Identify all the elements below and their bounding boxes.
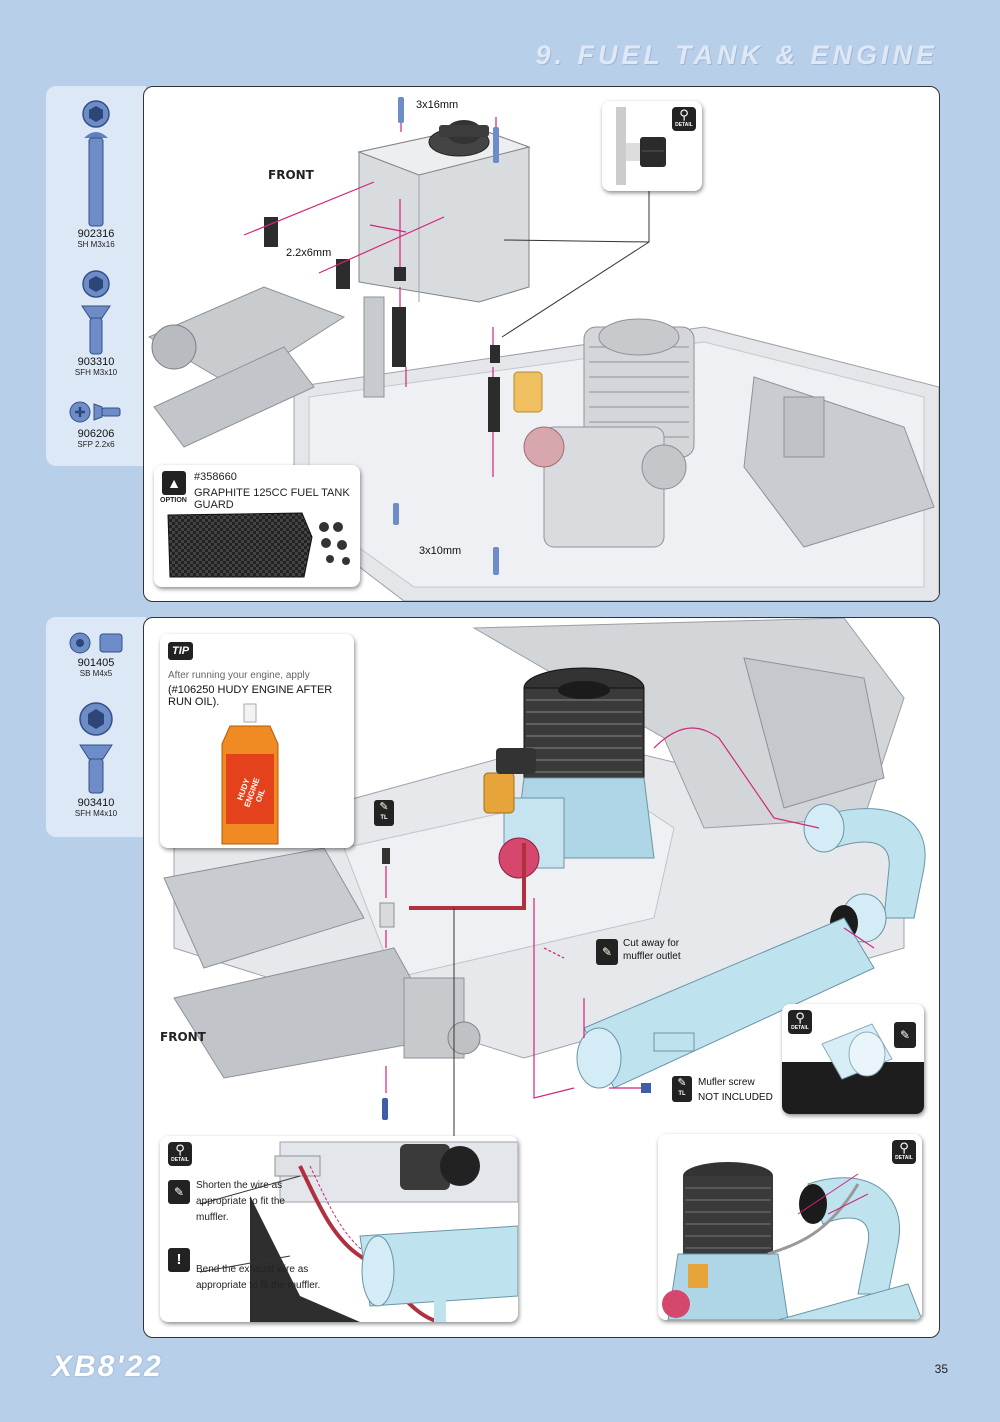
cutter-icon: ✎ [168,1180,190,1204]
oil-bottle-image [221,703,279,845]
screw-2x6-label: 2.2x6mm [286,247,332,259]
socket-head-screw-icon [82,100,110,227]
flat-head-screw-icon [81,270,111,355]
phillips-screw-icon [69,401,121,423]
detail-magnifier-icon: ⚲ DETAIL [788,1010,812,1034]
cut-away-line-2: muffler outlet [623,951,681,962]
cut-away-line-1: Cut away for [623,938,680,949]
flat-head-screw-icon [79,702,113,794]
tip-line-1: After running your engine, apply [168,670,310,681]
part-902316: 902316 SH M3x16 [46,98,146,249]
cutter-icon: ✎ [894,1022,916,1048]
part-901405: 901405 SB M4x5 [46,629,146,678]
fuel-tank-assembly-illustration [147,97,939,601]
part-number: 906206 [77,428,115,440]
screw-3x10-label: 3x10mm [419,545,462,557]
cutter-icon: ✎ [596,939,618,965]
part-903310: 903310 SFH M3x10 [46,266,146,377]
muffler-screw-line-1: Mufler screw [698,1077,755,1088]
parts-sidebar-2: 901405 SB M4x5 903410 SFH M4x10 [46,617,146,837]
wire-note-1-line-3: muffler. [196,1212,229,1223]
tl-label: TL [380,815,388,821]
threadlock-icon: ✎ TL [672,1076,692,1102]
tip-line-2: (#106250 HUDY ENGINE AFTER RUN OIL). [168,684,333,708]
parts-sidebar-1: 902316 SH M3x16 903310 SFH M3x10 906206 … [46,86,146,466]
detail-magnifier-icon: ⚲ DETAIL [168,1142,192,1166]
part-desc: SFP 2.2x6 [77,440,115,449]
detail-magnifier-icon: ⚲ DETAIL [892,1140,916,1164]
wire-note-2-line-2: appropriate to fit the muffler. [196,1280,321,1291]
detail-box-engine-header: ⚲ DETAIL [658,1134,922,1320]
thumbs-up-icon: ▲ [162,471,186,495]
engine-header-detail-illustration [662,1162,922,1320]
button-head-screw-icon [69,632,123,654]
screw-3x16-label: 3x16mm [416,99,459,111]
carbon-guard-illustration [167,512,350,578]
option-badge: OPTION [160,497,187,504]
option-title: GRAPHITE 125CC FUEL TANK GUARD [194,487,350,511]
assembly-panel-engine: TIP After running your engine, apply (#1… [143,617,940,1338]
part-desc: SFH M3x10 [74,368,118,377]
engine-assembly-illustration [163,618,926,1138]
part-number: 903310 [77,356,115,368]
wire-note-1-line-1: Shorten the wire as [196,1180,283,1191]
wire-note-1-line-2: appropriate to fit the [196,1196,285,1207]
wire-note-2-line-1: Bend the exhaust wire as [196,1264,309,1275]
exhaust-wire-detail-illustration [199,1141,518,1322]
muffler-screw-line-2: NOT INCLUDED [698,1092,773,1103]
part-903410: 903410 SFH M4x10 [46,697,146,818]
detail-box-muffler-cut: ⚲ DETAIL ✎ [782,1004,924,1114]
front-label: FRONT [160,1030,206,1044]
detail-badge-text: DETAIL [171,1157,189,1163]
part-desc: SH M3x16 [77,240,115,249]
detail-box-mount: ⚲ DETAIL [602,101,702,191]
tl-label: TL [678,1091,686,1097]
detail-badge-text: DETAIL [675,122,693,128]
front-label: FRONT [268,168,314,182]
muffler-cut-detail-illustration [782,1023,924,1114]
detail-magnifier-icon: ⚲ DETAIL [672,107,696,131]
detail-badge-text: DETAIL [895,1155,913,1161]
part-number: 903410 [77,797,115,809]
grommet-detail-illustration [616,107,666,185]
threadlock-icon: ✎ TL [374,800,394,826]
detail-box-exhaust-wire: ⚲ DETAIL ✎ Shorten the wire as appropria… [160,1136,518,1322]
part-desc: SFH M4x10 [74,809,118,818]
footer-logo: XB8'22 [52,1350,163,1383]
part-906206: 906206 SFP 2.2x6 [46,398,146,449]
part-number: 901405 [77,657,115,669]
tip-badge: TIP [168,642,194,660]
part-desc: SB M4x5 [79,669,113,678]
page-title: 9. FUEL TANK & ENGINE [535,40,938,70]
warning-icon: ! [168,1248,190,1272]
option-box-tank-guard: ▲ OPTION #358660 GRAPHITE 125CC FUEL TAN… [154,465,360,587]
page-number: 35 [934,1362,948,1376]
detail-badge-text: DETAIL [791,1025,809,1031]
assembly-panel-fuel-tank: 3x16mm 2.2x6mm 3x10mm FRONT ⚲ DETAIL ▲ O… [143,86,940,602]
part-number: 902316 [77,228,115,240]
tip-box: TIP After running your engine, apply (#1… [160,634,354,848]
option-code: #358660 [194,471,237,483]
